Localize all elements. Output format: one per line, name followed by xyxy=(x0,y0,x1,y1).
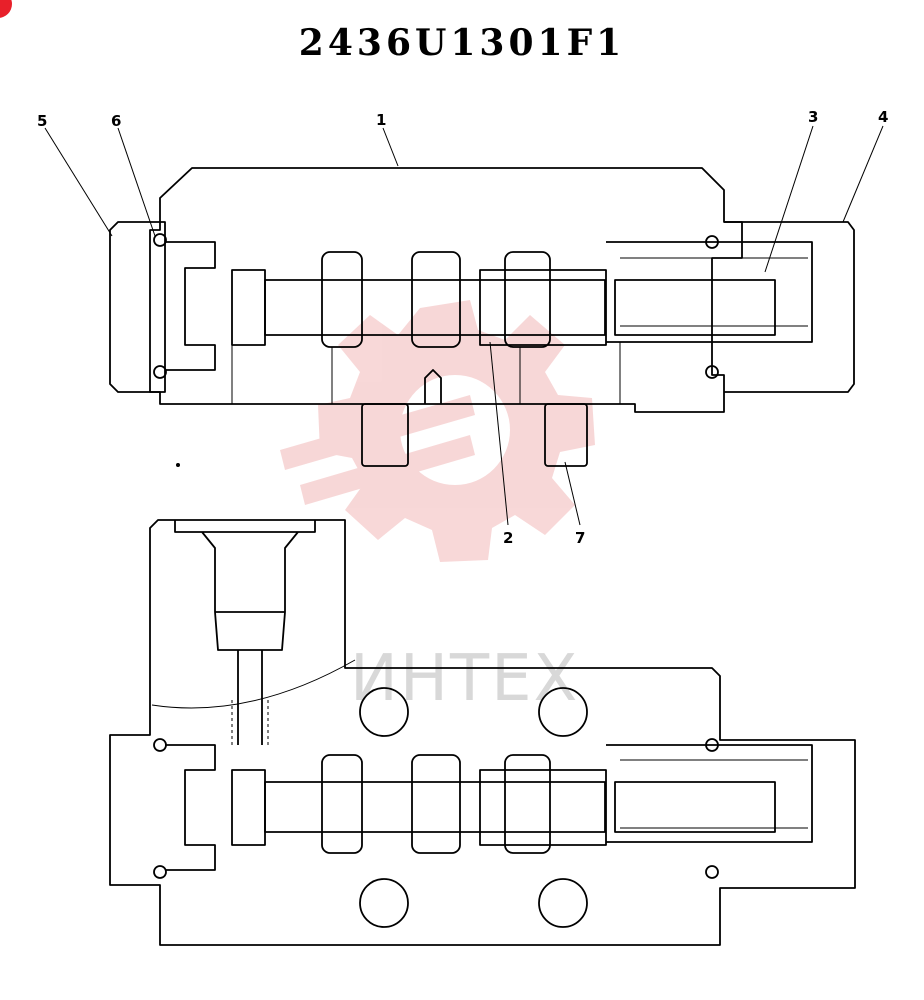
spring-chamber xyxy=(606,241,813,343)
leader-line-1 xyxy=(382,127,399,167)
spool-land-2 xyxy=(411,251,461,348)
watermark-logo xyxy=(280,300,595,562)
corner-badge xyxy=(0,0,12,18)
port-hole xyxy=(538,687,588,737)
spool-land-1 xyxy=(321,251,363,348)
pin xyxy=(424,369,442,404)
cartridge-stem xyxy=(237,650,263,745)
drawing-title: 2436U1301F1 xyxy=(298,22,626,64)
spool-land-2 xyxy=(411,754,461,854)
spool xyxy=(264,279,606,336)
port-hole xyxy=(538,878,588,928)
o-ring xyxy=(705,865,719,879)
spring-rod xyxy=(614,781,776,833)
callout-4: 4 xyxy=(878,108,888,126)
callouts: 1 2 3 4 5 6 7 xyxy=(37,108,888,547)
spool-right-end xyxy=(479,769,607,846)
break-curve xyxy=(151,659,356,709)
o-ring xyxy=(153,365,167,379)
o-ring xyxy=(705,738,719,752)
spring-rod xyxy=(614,279,776,336)
top-section-view xyxy=(109,167,855,467)
leader-line-4 xyxy=(842,125,884,223)
leader-line-6 xyxy=(117,127,156,237)
port-plug xyxy=(361,403,409,467)
watermark-text: ИНТЕХ xyxy=(350,642,579,716)
leader-line-5 xyxy=(44,127,113,237)
leader-line-3 xyxy=(764,125,814,273)
leader-line-7 xyxy=(564,461,581,526)
hidden-line xyxy=(231,700,269,745)
o-ring xyxy=(153,738,167,752)
spool xyxy=(264,781,606,833)
left-spool-end xyxy=(231,269,266,346)
right-end-cap xyxy=(724,221,855,393)
o-ring xyxy=(153,233,167,247)
spool-land-1 xyxy=(321,754,363,854)
spool-land-3 xyxy=(504,754,551,854)
left-end-cap xyxy=(109,221,166,393)
o-ring xyxy=(153,865,167,879)
spring-chamber xyxy=(606,744,813,843)
left-plug xyxy=(165,744,216,871)
port-hole xyxy=(359,878,409,928)
callout-6: 6 xyxy=(111,112,121,130)
relief-cartridge xyxy=(174,520,316,651)
o-ring xyxy=(705,365,719,379)
callout-5: 5 xyxy=(37,112,47,130)
bottom-section-view xyxy=(109,519,856,946)
stray-dot xyxy=(176,463,180,467)
spool-right-end xyxy=(479,269,607,346)
left-plug xyxy=(165,241,216,371)
callout-2: 2 xyxy=(503,529,513,547)
callout-3: 3 xyxy=(808,108,818,126)
callout-1: 1 xyxy=(376,111,386,129)
port-hole xyxy=(359,687,409,737)
left-spool-end xyxy=(231,769,266,846)
callout-7: 7 xyxy=(575,529,585,547)
spool-land-3 xyxy=(504,251,551,348)
o-ring xyxy=(705,235,719,249)
valve-body-bottom xyxy=(109,519,856,946)
leader-line-2 xyxy=(489,341,509,526)
